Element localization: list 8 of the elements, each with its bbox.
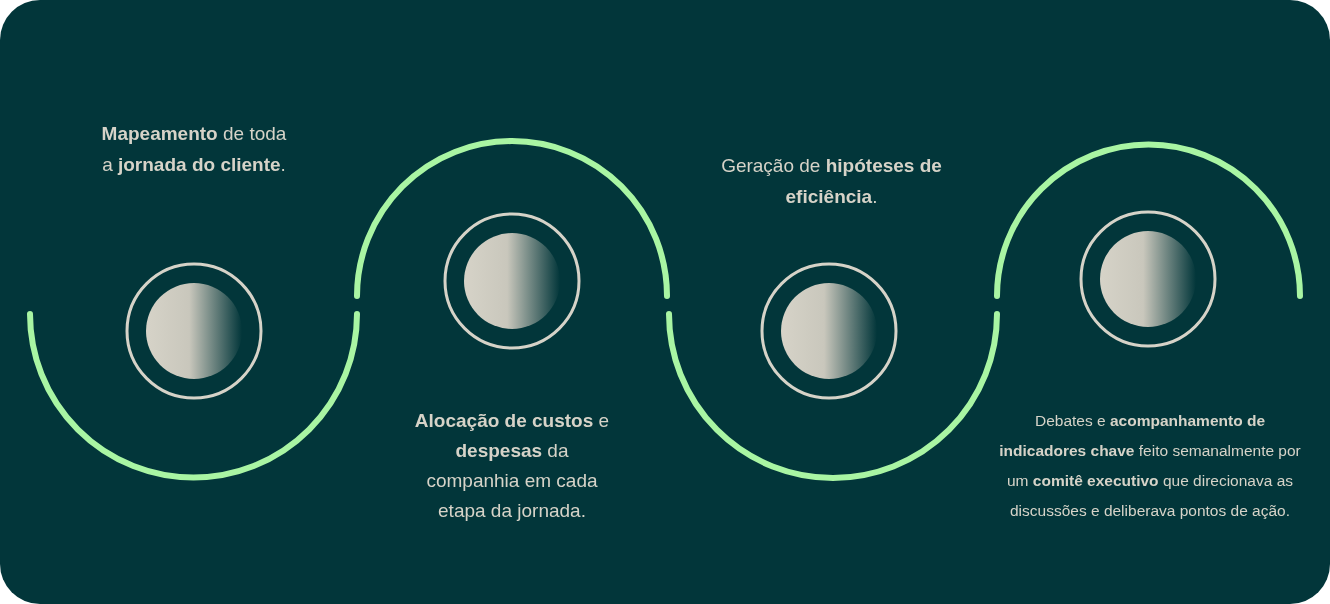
- step-description: Geração de hipóteses de eficiência.: [720, 154, 943, 209]
- ring-circle: [759, 261, 899, 401]
- ring-circle: [124, 261, 264, 401]
- step-description: Mapeamento de toda a jornada do cliente.: [100, 122, 288, 177]
- ring-circle: [442, 211, 582, 351]
- step-description: Alocação de custos e despesas da companhia em cada etapa da jornada.: [413, 409, 611, 523]
- step-description: Debates e acompanhamento de indicadores chave feito semanalmente por um comitê executivo que direcionava as discussões e deliberava pontos de ação.: [998, 411, 1302, 521]
- ring-circle: [1078, 209, 1218, 349]
